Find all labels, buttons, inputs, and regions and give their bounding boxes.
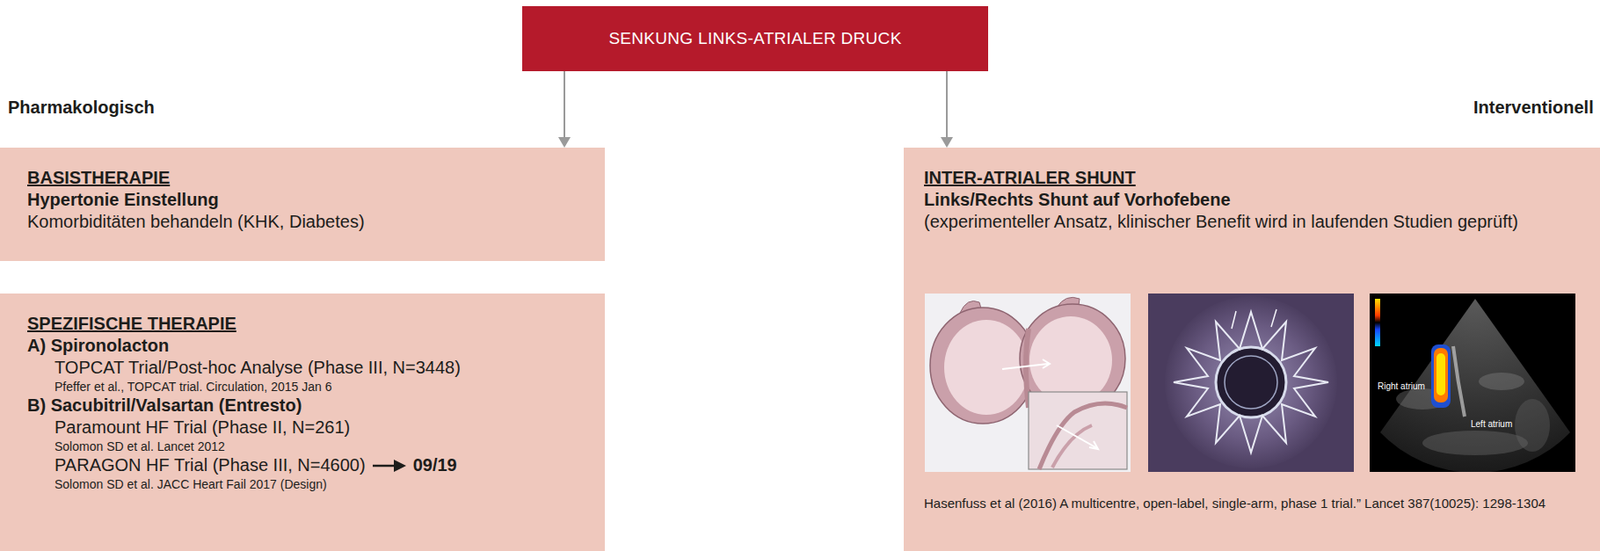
trial-text: TOPCAT Trial/Post-hoc Analyse (Phase III… [27,356,588,379]
goal-title: SENKUNG LINKS-ATRIALER DRUCK [608,28,902,50]
section-heading: BASISTHERAPIE [27,167,588,190]
heart-illustration [924,293,1131,473]
echo-image [1369,293,1576,473]
therapy-box: SPEZIFISCHE THERAPIEA) SpironolactonTOPC… [0,293,605,551]
flow-arrow [558,71,571,148]
therapy-box: BASISTHERAPIEHypertonie EinstellungKomor… [0,147,605,262]
section-heading: INTER-ATRIALER SHUNT [923,167,1579,190]
method-heading: Links/Rechts Shunt auf Vorhofebene [923,189,1579,211]
text-row: PARAGON HF Trial (Phase III, N=4600) 09/… [27,454,588,477]
citation: Hasenfuss et al (2016) A multicentre, op… [923,494,1579,513]
device-photo [1148,293,1354,473]
goal-box: SENKUNG LINKS-ATRIALER DRUCK [522,6,989,72]
flow-arrow [940,71,953,148]
citation: Solomon SD et al. Lancet 2012 [27,438,588,455]
arrow-symbol [372,459,407,473]
citation: Solomon SD et al. JACC Heart Fail 2017 (… [27,476,588,493]
intervention-box: INTER-ATRIALER SHUNTLinks/Rechts Shunt a… [903,147,1600,551]
label-anchor: Right atrium [1377,381,1426,393]
section-heading: SPEZIFISCHE THERAPIE [27,312,588,335]
method-text: (experimenteller Ansatz, klinischer Bene… [923,210,1579,233]
drug-heading: A) Spironolacton [27,334,588,357]
drug-heading: B) Sacubitril/Valsartan (Entresto) [27,394,588,417]
shunt-illustrations [924,293,1600,473]
image-label: Left atrium [1470,419,1513,430]
column-label: Interventionell [1473,96,1594,119]
date-text: 09/19 [413,455,458,475]
therapy-text: Komorbiditäten behandeln (KHK, Diabetes) [27,210,588,233]
therapy-heading: Hypertonie Einstellung [27,189,588,211]
column-label: Pharmakologisch [7,96,155,119]
image-label: Right atrium [1377,381,1426,393]
citation: Pfeffer et al., TOPCAT trial. Circulatio… [27,378,588,395]
trial-text: Paramount HF Trial (Phase II, N=261) [27,416,588,439]
label-anchor: Left atrium [1470,419,1513,430]
trial-text: PARAGON HF Trial (Phase III, N=4600) [54,455,366,475]
